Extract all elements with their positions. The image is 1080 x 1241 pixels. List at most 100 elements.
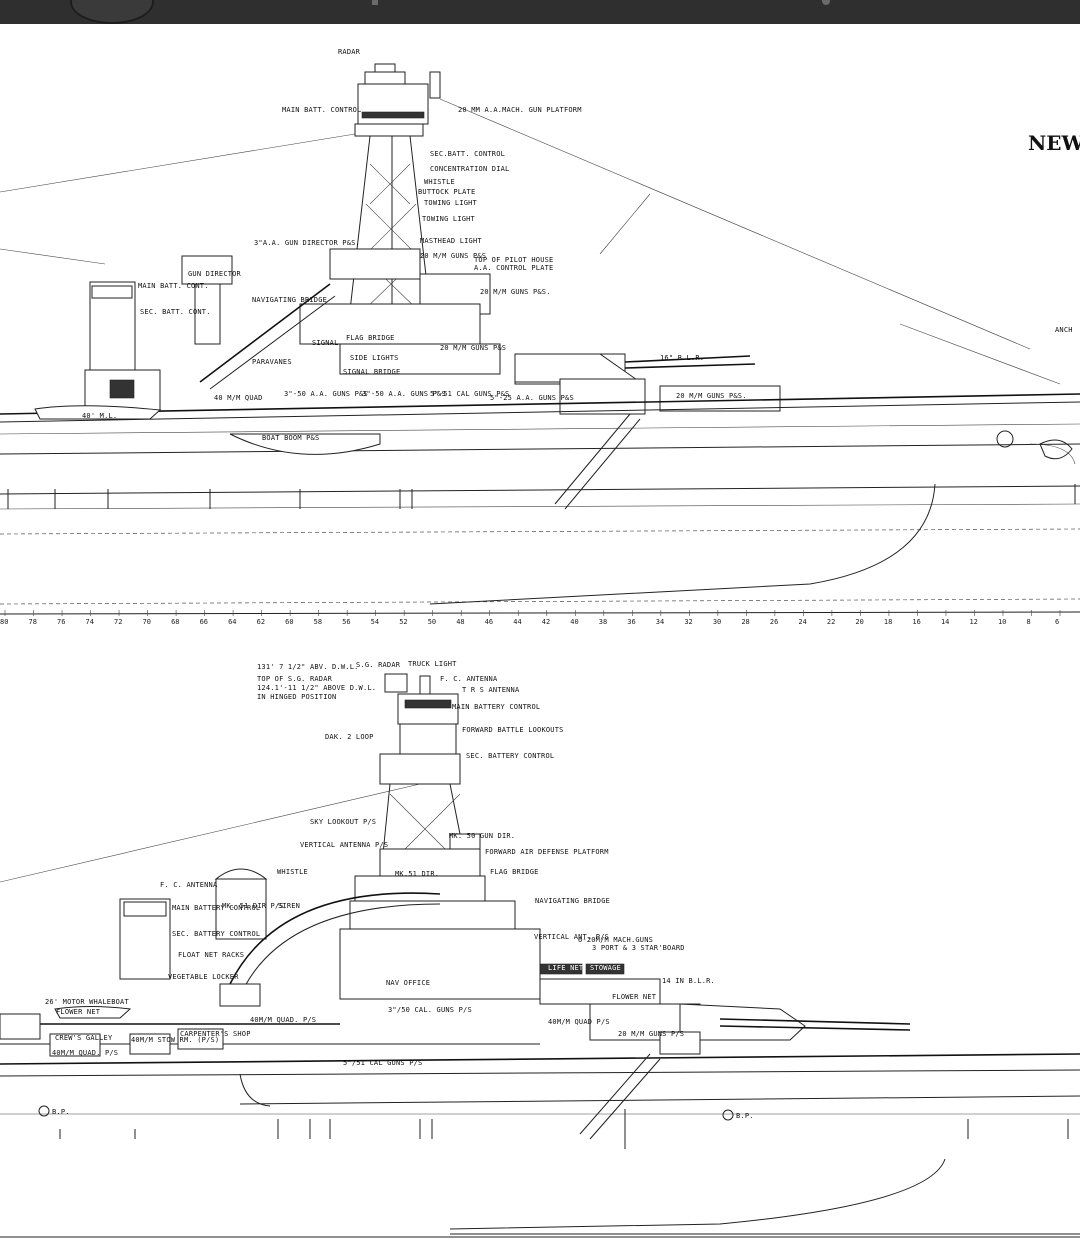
upper-deck-line xyxy=(0,393,1080,415)
frame-number: 72 xyxy=(114,618,122,626)
label-anch: ANCH xyxy=(1055,326,1073,334)
label-20mm-guns-ps-4: 20 M/M GUNS P&S. xyxy=(676,392,747,400)
sec-battery-control-top xyxy=(379,753,461,785)
pilot-house xyxy=(329,248,421,280)
label-40mm-quad-1: 40M/M QUAD. P/S xyxy=(52,1049,118,1057)
label-masthead-light: MASTHEAD LIGHT xyxy=(420,237,482,245)
rigging-line-lower xyxy=(0,783,421,883)
label-bp-1: B.P. xyxy=(52,1108,70,1116)
label-concentration-dial: CONCENTRATION DIAL xyxy=(430,165,509,173)
label-towing-light-2: TOWING LIGHT xyxy=(422,215,476,223)
label-3in-50-2: 3"-50 A.A. GUNS P&S xyxy=(362,390,446,398)
anchor-crown xyxy=(1039,439,1073,460)
label-flower-net-2: FLOWER NET xyxy=(612,993,657,1001)
label-height-hinged: 124.1'-11 1/2" ABOVE D.W.L. xyxy=(257,684,376,692)
platform-20mm xyxy=(429,71,441,99)
frame-number: 58 xyxy=(314,618,322,626)
frame-number: 28 xyxy=(741,618,749,626)
radar-antenna xyxy=(374,63,396,73)
label-top-pilot-house: TOP OF PILOT HOUSE xyxy=(474,256,553,264)
label-crews-galley: CREW'S GALLEY xyxy=(55,1034,113,1042)
main-battery-director xyxy=(397,693,459,725)
bp-mark-fwd xyxy=(722,1109,734,1121)
frame-number: 68 xyxy=(171,618,179,626)
motor-launch xyxy=(34,405,162,420)
label-truck-light: TRUCK LIGHT xyxy=(408,660,457,668)
frame-number: 66 xyxy=(200,618,208,626)
frame-number: 80 xyxy=(0,618,8,626)
anchor-stay xyxy=(899,323,1061,385)
rigging-line-forward xyxy=(439,98,1031,350)
frame-number: 10 xyxy=(998,618,1006,626)
top-toolbar-strip xyxy=(0,0,1080,24)
label-buttock-plate: BUTTOCK PLATE xyxy=(418,188,475,196)
frame-number: 70 xyxy=(143,618,151,626)
label-main-batt-cont: MAIN BATT. CONT. xyxy=(138,282,209,290)
frame-number: 74 xyxy=(86,618,94,626)
label-20mm-guns-ps: 20 M/M GUNS P&S xyxy=(420,252,486,260)
upper-profile: NEW xyxy=(0,48,1080,626)
frame-number: 34 xyxy=(656,618,664,626)
top-band xyxy=(361,111,425,119)
frame-number: 44 xyxy=(513,618,521,626)
lower-bow-curve xyxy=(449,1158,946,1230)
label-40mm-stow: 40M/M STOW RM. (P/S) xyxy=(131,1036,219,1044)
label-sec-batt-cont: SEC. BATT. CONT. xyxy=(140,308,211,316)
stay-line xyxy=(599,193,651,255)
label-gun-director: GUN DIRECTOR xyxy=(188,270,242,278)
frame-number: 30 xyxy=(713,618,721,626)
navigating-bridge-deck xyxy=(349,900,516,930)
frame-number: 18 xyxy=(884,618,892,626)
label-bp-2: B.P. xyxy=(736,1112,754,1120)
frame-number: 22 xyxy=(827,618,835,626)
frame-number: 32 xyxy=(684,618,692,626)
label-forward-air-defense: FORWARD AIR DEFENSE PLATFORM xyxy=(485,848,609,856)
hawse-pipe xyxy=(996,430,1014,448)
aft-deckhouse-lower xyxy=(0,1013,41,1040)
label-fc-antenna-2: F. C. ANTENNA xyxy=(160,881,218,889)
title-fragment: NEW xyxy=(1028,131,1080,155)
stowage-box xyxy=(585,963,625,975)
main-deck-line xyxy=(0,443,1080,455)
label-40mm-quad-2: 40M/M QUAD. P/S xyxy=(250,1016,316,1024)
lower-ladder xyxy=(579,1053,651,1135)
label-flag-bridge-lower: FLAG BRIDGE xyxy=(490,868,539,876)
frame-number: 76 xyxy=(57,618,65,626)
crane-base xyxy=(219,983,261,1007)
label-signal-bridge: SIGNAL BRIDGE xyxy=(343,368,400,376)
avatar-circle[interactable] xyxy=(70,0,154,24)
frame-number: 24 xyxy=(798,618,806,626)
label-navigating-bridge: NAVIGATING BRIDGE xyxy=(252,296,327,304)
frame-number: 78 xyxy=(29,618,37,626)
frame-number: 36 xyxy=(627,618,635,626)
turret-1 xyxy=(559,378,646,415)
label-mk51-dir-ps: MK. 51 DIR P/S xyxy=(222,902,284,910)
label-20mm-platform: 20 MM A.A.MACH. GUN PLATFORM xyxy=(458,106,582,114)
waterline xyxy=(0,528,1080,535)
label-mk50: MK. 50 GUN DIR. xyxy=(449,832,515,840)
label-trs-antenna: T R S ANTENNA xyxy=(462,686,520,694)
label-50-cal-guns: 3"/50 CAL. GUNS P/S xyxy=(388,1006,472,1014)
forward-lookouts xyxy=(399,723,457,755)
label-vertical-antenna: VERTICAL ANTENNA P/S xyxy=(300,841,388,849)
gun-14in-2 xyxy=(719,1025,911,1031)
signal-bridge xyxy=(339,343,501,375)
superstructure-block xyxy=(339,928,541,1000)
life-net-stowage xyxy=(539,978,661,1005)
lower-frame-marks xyxy=(59,1109,1069,1149)
frame-number: 40 xyxy=(570,618,578,626)
label-side-lights: SIDE LIGHTS xyxy=(350,354,399,362)
sg-radar xyxy=(384,673,408,693)
frame-number: 46 xyxy=(485,618,493,626)
frame-number: 38 xyxy=(599,618,607,626)
label-40mm-quad-3: 40M/M QUAD P/S xyxy=(548,1018,610,1026)
label-hinged-position: IN HINGED POSITION xyxy=(257,693,336,701)
frame-number: 64 xyxy=(228,618,236,626)
gun-barrel-2 xyxy=(624,363,756,369)
lower-main-deck xyxy=(0,1053,1080,1065)
label-whistle: WHISTLE xyxy=(424,178,455,186)
label-vertical-ant: VERTICAL ANT. P/S xyxy=(534,933,609,941)
label-stowage: STOWAGE xyxy=(590,964,621,972)
label-main-battery-control-2: MAIN BATTERY CONTROL xyxy=(172,904,260,912)
